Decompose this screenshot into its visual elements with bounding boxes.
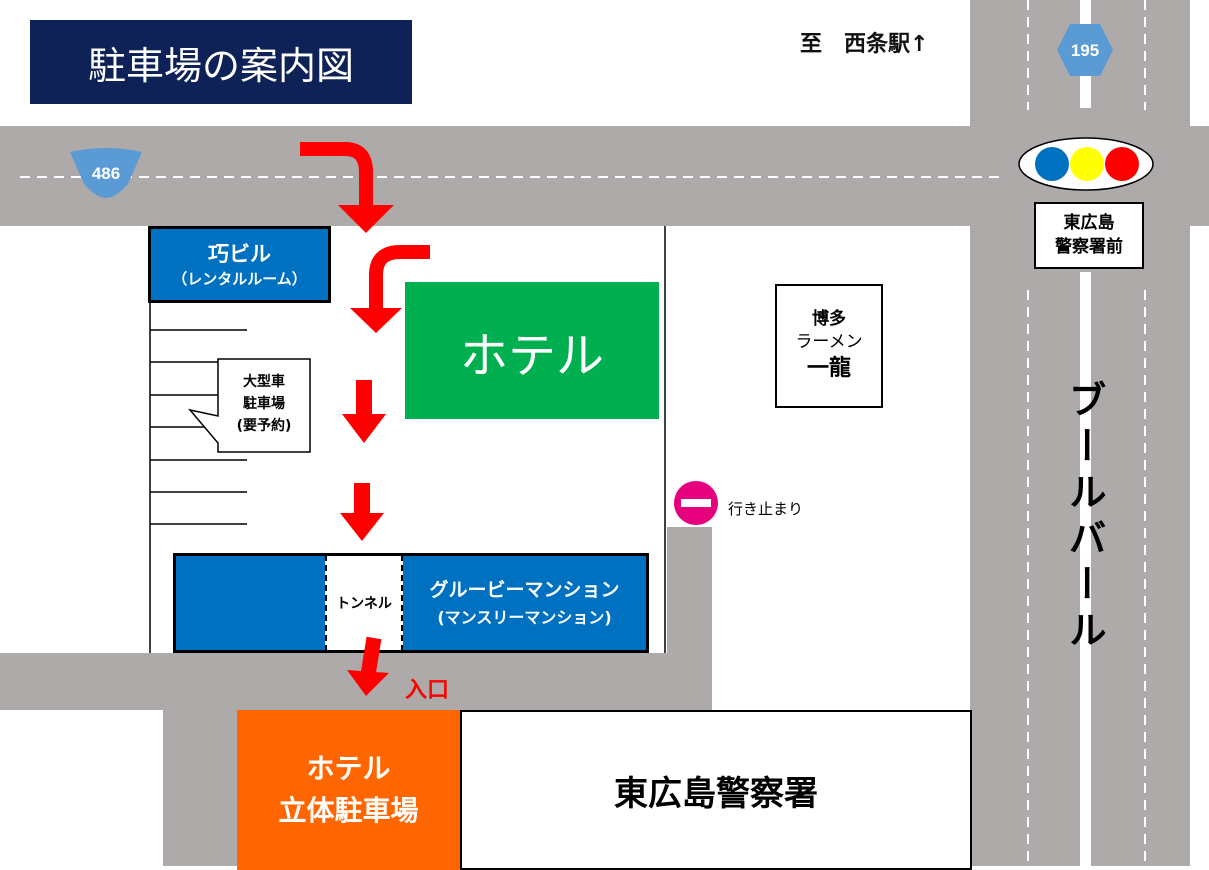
route-195-shield: 195 (1057, 24, 1113, 76)
large-parking-line2: 駐車場 (243, 396, 285, 413)
signal-label: 東広島 警察署前 (1034, 202, 1144, 269)
signal-label-line1: 東広島 (1063, 212, 1115, 233)
hotel-parking-garage: ホテル 立体駐車場 (237, 710, 460, 870)
traffic-signal-icon (1018, 137, 1154, 191)
large-parking-label: 大型車 駐車場 (要予約) (220, 362, 308, 448)
route-486-shield: 486 (70, 148, 142, 198)
arrow-head-3 (342, 414, 386, 443)
garage-line2: 立体駐車場 (278, 794, 419, 827)
takumi-building-sub: （レンタルルーム） (172, 269, 307, 288)
hotel-building: ホテル (405, 282, 659, 419)
ramen-shop: 博多 ラーメン 一龍 (775, 284, 883, 408)
large-parking-callout (188, 358, 311, 453)
route-486-label: 486 (92, 164, 120, 183)
takumi-building-name: 巧ビル (208, 242, 271, 267)
boulevard-label: ブールバール (1062, 380, 1106, 656)
arrow-head-2 (350, 308, 402, 333)
large-parking-line3: (要予約) (236, 417, 292, 434)
tunnel: トンネル (325, 555, 403, 651)
arrow-head-1 (338, 205, 394, 233)
groovy-top-border (173, 553, 649, 556)
map-title: 駐車場の案内図 (30, 20, 412, 104)
takumi-building: 巧ビル （レンタルルーム） (148, 226, 331, 303)
large-parking-line1: 大型車 (243, 374, 285, 391)
ramen-line2: ラーメン (795, 332, 863, 353)
garage-line1: ホテル (306, 752, 391, 785)
police-station-label: 東広島警察署 (614, 773, 818, 814)
tunnel-label: トンネル (336, 596, 392, 612)
groovy-mansion-sub: (マンスリーマンション) (437, 608, 612, 628)
destination-label: 至 西条駅↑ (800, 32, 929, 57)
ramen-line1: 博多 (812, 309, 846, 330)
groovy-mansion-name: グルービーマンション (429, 579, 620, 601)
groovy-bottom-border (173, 650, 649, 653)
no-entry-icon (674, 481, 718, 525)
lower-left-road (163, 700, 243, 866)
signal-label-line2: 警察署前 (1055, 236, 1123, 257)
ramen-line3: 一龍 (806, 356, 851, 382)
arrow-head-5 (347, 670, 389, 696)
police-station: 東広島警察署 (460, 710, 972, 870)
entrance-label: 入口 (405, 678, 450, 703)
route-195-label: 195 (1071, 41, 1099, 60)
side-road-right (667, 527, 712, 710)
arrow-head-4 (340, 513, 384, 541)
dead-end-label: 行き止まり (728, 500, 804, 518)
